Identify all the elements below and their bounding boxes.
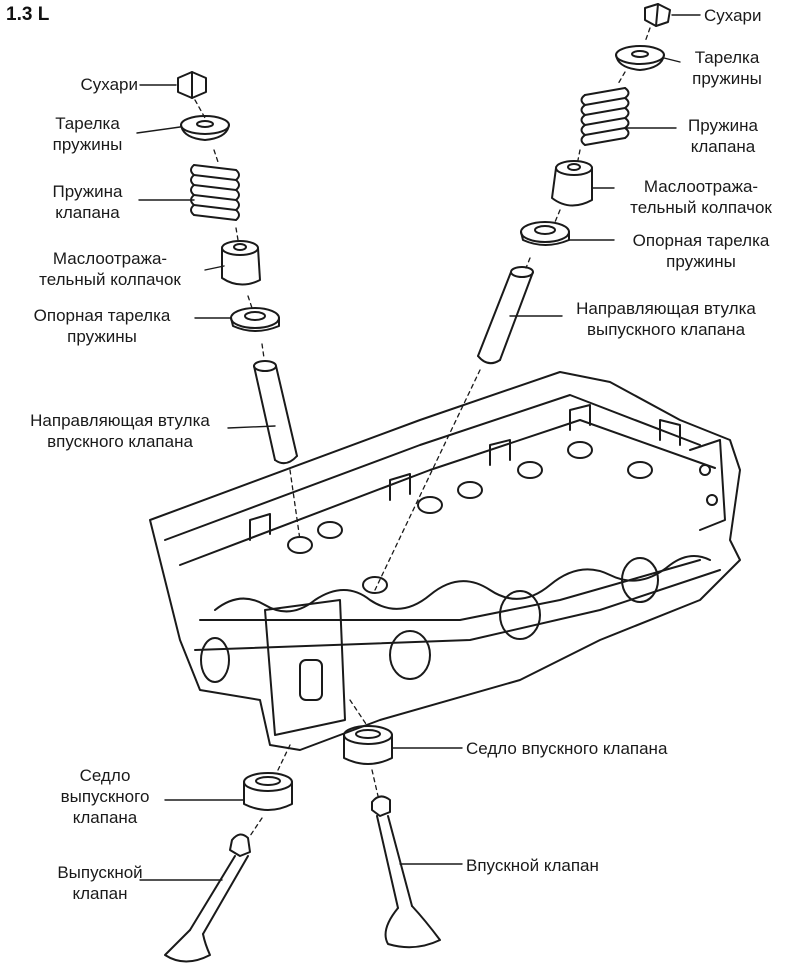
intake-stack xyxy=(177,71,301,541)
spring-seat-right-icon xyxy=(520,221,570,246)
label-exhaust-valve: Выпускной клапан xyxy=(57,863,143,903)
label-keepers-right: Сухари xyxy=(704,6,762,25)
intake-valve-icon xyxy=(371,795,441,949)
valve-spring-left-icon xyxy=(190,164,240,221)
keepers-left-icon xyxy=(177,71,207,99)
label-intake-seat: Седло впускного клапана xyxy=(466,739,668,758)
label-intake-guide: Направляющая втулка впускного клапана xyxy=(30,411,210,451)
label-spring-retainer-right: Тарелка пружины xyxy=(692,48,762,88)
intake-seat-icon xyxy=(343,725,393,765)
spring-retainer-left-icon xyxy=(180,115,230,141)
label-oil-seal-left: Маслоотража- тельный колпачок xyxy=(39,249,181,289)
label-spring-retainer-left: Тарелка пружины xyxy=(52,114,123,154)
exhaust-seat-icon xyxy=(243,772,293,811)
label-intake-valve: Впускной клапан xyxy=(466,856,599,875)
label-valve-spring-right: Пружина клапана xyxy=(688,116,758,156)
keepers-right-icon xyxy=(644,3,671,27)
oil-seal-right-icon xyxy=(551,160,593,207)
cylinder-head xyxy=(149,371,741,751)
exhaust-valve-icon xyxy=(164,833,251,963)
label-valve-spring-left: Пружина клапана xyxy=(52,182,123,222)
leader-lines xyxy=(136,14,701,881)
label-spring-seat-right: Опорная тарелка пружины xyxy=(632,231,770,271)
oil-seal-left-icon xyxy=(221,240,261,286)
spring-seat-left-icon xyxy=(230,307,280,332)
exhaust-stack xyxy=(374,3,671,591)
valve-spring-right-icon xyxy=(580,87,630,146)
label-keepers-left: Сухари xyxy=(80,75,139,94)
intake-guide-icon xyxy=(253,360,298,465)
label-exhaust-guide: Направляющая втулка выпускного клапана xyxy=(576,299,756,339)
label-exhaust-seat: Седло выпускного клапана xyxy=(60,766,150,827)
spring-retainer-right-icon xyxy=(615,45,665,71)
exhaust-guide-icon xyxy=(477,266,534,365)
page-title: 1.3 L xyxy=(6,4,50,25)
label-oil-seal-right: Маслоотража- тельный колпачок xyxy=(630,177,772,217)
label-spring-seat-left: Опорная тарелка пружины xyxy=(33,306,171,346)
